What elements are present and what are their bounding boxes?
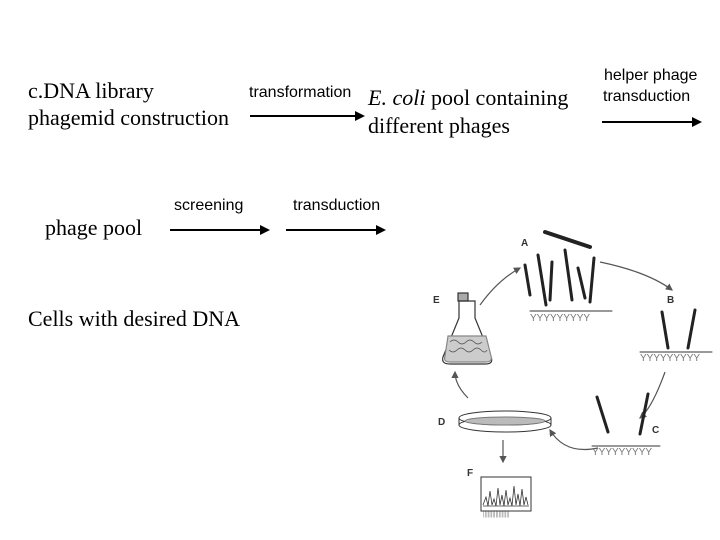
transformation-arrow <box>250 110 365 122</box>
arc-e-to-a <box>479 267 522 306</box>
phage-rod <box>563 248 574 302</box>
flask-cells <box>448 339 488 353</box>
flask-cap <box>457 292 469 302</box>
receptor-row: YYYYYYYYY <box>640 353 700 364</box>
phage-rod <box>536 253 548 307</box>
panel-letter-a: A <box>521 238 528 249</box>
screening-label: screening <box>174 197 244 214</box>
cdna-library-label: c.DNA library <box>28 78 154 103</box>
panel-f-sequencing-trace: ||||||||||||||||| <box>480 476 532 518</box>
ecoli-italic: E. coli <box>368 85 426 110</box>
trace-bases: ||||||||||||||||| <box>483 512 510 518</box>
arc-d-to-e <box>451 370 469 399</box>
panel-letter-c: C <box>652 425 659 436</box>
result-label: Cells with desired DNA <box>28 306 241 331</box>
phage-rod <box>595 395 610 434</box>
arc-b-to-c <box>639 371 666 419</box>
cycle-arrows <box>451 261 673 464</box>
helper-phage-label: helper phage <box>604 67 698 84</box>
dish-colonies <box>464 416 546 426</box>
panel-letter-e: E <box>433 295 440 306</box>
second-transduction-arrow <box>286 224 386 236</box>
phage-rod <box>686 308 697 350</box>
receptor-row: YYYYYYYYY <box>530 313 590 324</box>
phage-pool-label: phage pool <box>45 215 143 240</box>
ecoli-pool-line2: different phages <box>368 113 510 138</box>
screening-arrow <box>170 224 270 236</box>
panel-letter-b: B <box>667 295 674 306</box>
panel-a-phage-binding: YYYYYYYYY <box>523 230 613 324</box>
panel-letter-d: D <box>438 417 445 428</box>
ecoli-pool-line1: E. coli pool containing <box>368 86 568 110</box>
arc-a-to-b <box>599 261 673 291</box>
helper-transduction-arrow <box>602 116 702 128</box>
trace-peaks <box>482 485 529 507</box>
phage-rod <box>588 256 596 304</box>
second-transduction-label: transduction <box>293 197 381 214</box>
phage-rod <box>638 392 650 436</box>
phage-rod <box>660 310 670 350</box>
arc-c-to-d <box>549 428 599 451</box>
ecoli-pool-rest: pool containing <box>425 85 569 110</box>
flask-culture <box>443 335 492 363</box>
receptor-row: YYYYYYYYY <box>592 447 652 458</box>
phage-rod-horizontal <box>543 230 592 249</box>
panel-b-bound-phage: YYYYYYYYY <box>639 308 713 364</box>
phagemid-construction-label: phagemid construction <box>28 105 230 130</box>
helper-transduction-label: transduction <box>603 88 691 105</box>
panel-letter-f: F <box>467 468 473 479</box>
phage-rod <box>523 263 532 297</box>
phage-rod <box>576 266 587 300</box>
panel-d-petri-dish <box>458 410 552 433</box>
transformation-label: transformation <box>249 84 352 101</box>
phage-rod <box>548 260 554 302</box>
panel-e-culture-flask <box>442 292 493 365</box>
panel-c-eluted-phage: YYYYYYYYY <box>591 392 661 458</box>
